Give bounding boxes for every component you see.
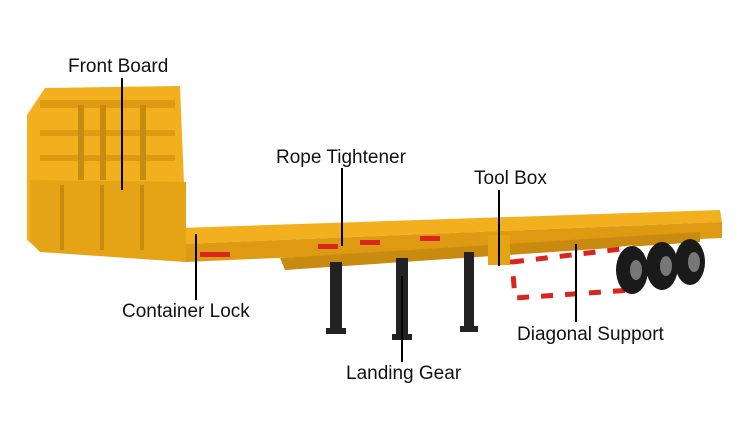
front-board [27, 86, 186, 262]
leader-lines [121, 78, 577, 362]
label-rope-tightener: Rope Tightener [276, 147, 406, 168]
trailer-deck-side [182, 222, 722, 262]
label-front-board: Front Board [68, 56, 169, 77]
label-container-lock: Container Lock [122, 301, 250, 322]
trailer-deck [180, 210, 722, 244]
label-diagonal-support: Diagonal Support [517, 324, 664, 345]
label-tool-box: Tool Box [474, 168, 547, 189]
wheels [616, 239, 705, 294]
label-landing-gear: Landing Gear [346, 363, 462, 384]
